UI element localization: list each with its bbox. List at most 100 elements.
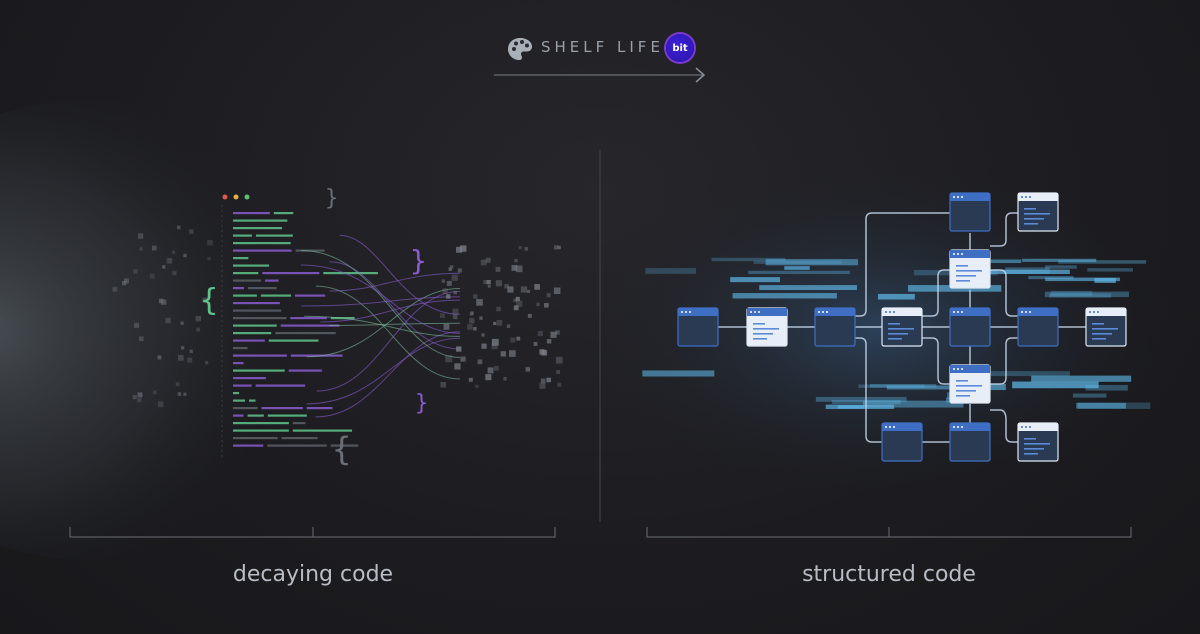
- window-dot: [818, 311, 820, 313]
- pixel-square: [513, 305, 519, 311]
- window-header: [950, 250, 990, 258]
- code-line: [233, 287, 244, 290]
- text-line: [753, 338, 767, 340]
- pixel-square: [152, 390, 157, 395]
- data-streak: [1058, 260, 1147, 264]
- pixel-square: [555, 330, 560, 335]
- component-window: [1017, 422, 1059, 462]
- brace-glyph: }: [325, 186, 338, 211]
- window-header: [815, 308, 855, 316]
- window-dot: [1021, 196, 1023, 198]
- window-dot: [885, 311, 887, 313]
- text-line: [1024, 208, 1036, 210]
- window-dot: [961, 426, 963, 428]
- code-line: [265, 279, 279, 282]
- pixel-square: [520, 286, 528, 293]
- pixel-square: [527, 313, 532, 318]
- code-line: [233, 234, 252, 237]
- pixel-square: [442, 288, 448, 294]
- data-streak: [862, 400, 964, 408]
- pixel-square: [137, 233, 144, 239]
- code-line: [292, 429, 353, 432]
- pixel-square: [506, 324, 511, 328]
- pixel-square: [479, 316, 483, 320]
- bit-badge: bit: [666, 34, 694, 62]
- window-dot: [1021, 426, 1023, 428]
- pixel-square: [457, 268, 462, 273]
- code-line: [233, 362, 244, 365]
- code-line: [262, 272, 320, 275]
- pixel-square: [124, 278, 129, 284]
- pixel-square: [491, 338, 499, 346]
- data-streak: [1022, 258, 1097, 262]
- window-dot: [1089, 311, 1091, 313]
- pixel-square: [491, 343, 498, 350]
- window-dot: [893, 426, 895, 428]
- window-header: [950, 308, 990, 316]
- pixel-square: [165, 317, 171, 324]
- pixel-square: [181, 346, 185, 350]
- data-streak: [1072, 393, 1107, 398]
- brace-glyph: {: [200, 283, 218, 318]
- window-dot: [957, 253, 959, 255]
- pixel-square: [473, 294, 478, 299]
- pixel-square: [493, 365, 499, 371]
- window-header: [882, 423, 922, 431]
- data-streak: [869, 383, 937, 388]
- window-dot: [681, 311, 683, 313]
- window-dot: [953, 311, 955, 313]
- text-line: [956, 265, 968, 267]
- component-window: [949, 307, 991, 347]
- pixel-square: [162, 265, 166, 269]
- connector-curve: [329, 272, 461, 292]
- pixel-square: [440, 381, 446, 388]
- pixel-square: [454, 363, 461, 370]
- code-line: [290, 354, 343, 357]
- code-line: [233, 227, 282, 230]
- code-line: [233, 392, 240, 395]
- text-line: [753, 328, 779, 330]
- pixel-square: [183, 253, 187, 258]
- code-line: [233, 272, 259, 275]
- connector-curve: [339, 234, 461, 315]
- data-streak: [645, 268, 696, 274]
- code-line: [247, 287, 277, 290]
- connector-wire: [921, 269, 950, 317]
- pixel-square: [446, 294, 451, 299]
- window-dot: [754, 311, 756, 313]
- component-window: [881, 307, 923, 347]
- window-header: [747, 308, 787, 316]
- pixel-square: [526, 289, 531, 293]
- data-streak: [1045, 277, 1120, 282]
- code-line: [292, 422, 306, 425]
- connector-wire: [990, 269, 1018, 317]
- data-streak: [1045, 265, 1077, 269]
- data-streak: [765, 259, 859, 266]
- text-line: [888, 338, 902, 340]
- component-window: [677, 307, 719, 347]
- pixel-square: [133, 269, 138, 274]
- pixel-square: [556, 370, 561, 374]
- connector-curve: [306, 337, 461, 405]
- code-line: [255, 384, 306, 387]
- pixel-square: [175, 382, 180, 386]
- text-line: [956, 395, 970, 397]
- code-line: [267, 414, 307, 417]
- pixel-square: [207, 239, 213, 246]
- right-bracket: [646, 527, 1132, 538]
- code-line: [233, 219, 288, 222]
- fog-cloud: [0, 100, 350, 560]
- window-header: [678, 308, 718, 316]
- text-line: [1024, 213, 1050, 215]
- window-dot: [1021, 311, 1023, 313]
- pixel-square: [553, 245, 559, 250]
- pixel-square: [196, 327, 201, 332]
- component-window: [1017, 307, 1059, 347]
- code-line: [233, 437, 278, 440]
- data-streak: [1085, 384, 1128, 391]
- pixel-square: [138, 336, 144, 342]
- data-streak: [730, 277, 781, 283]
- pixel-square: [176, 225, 181, 230]
- window-dot: [233, 194, 239, 200]
